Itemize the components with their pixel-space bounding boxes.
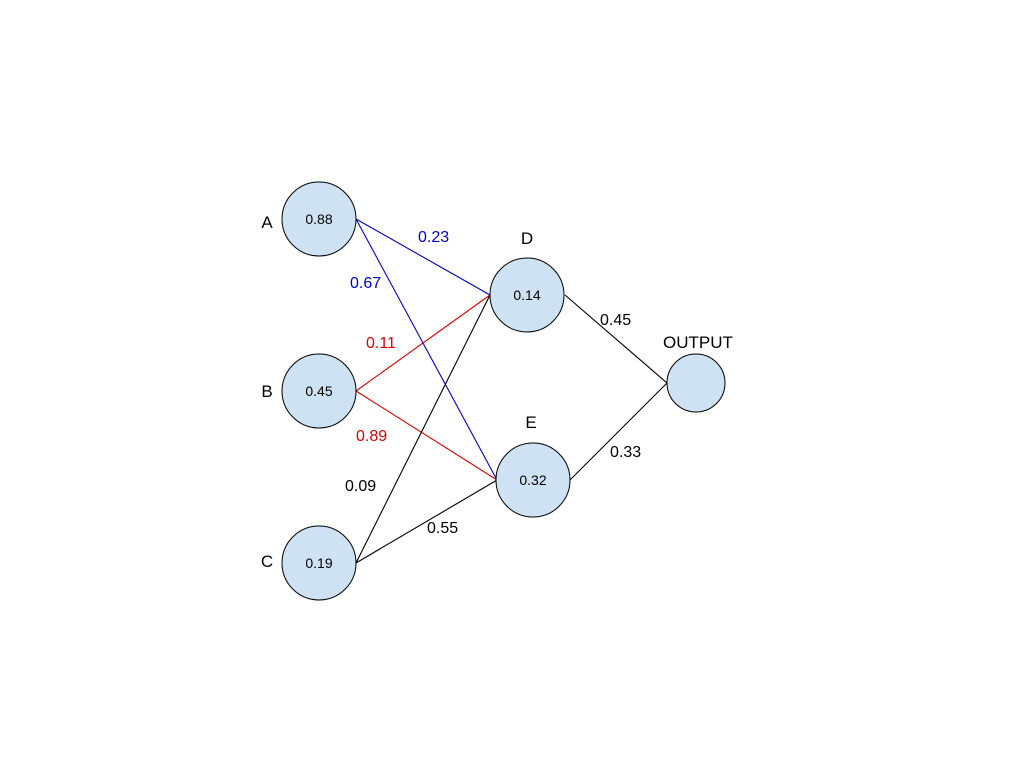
node-d: 0.14 D: [489, 229, 565, 333]
node-a-value: 0.88: [305, 211, 332, 227]
node-a-label: A: [261, 213, 273, 232]
weight-label-d-output: 0.45: [600, 312, 631, 329]
node-e-value: 0.32: [519, 472, 546, 488]
edge-c-d: [355, 294, 491, 564]
node-c-label: C: [261, 552, 273, 571]
node-d-label: D: [521, 229, 533, 248]
node-d-value: 0.14: [513, 287, 540, 303]
node-b-circle: [281, 353, 357, 429]
edges: [355, 218, 668, 564]
node-a-circle: [281, 181, 357, 257]
edge-d-output: [564, 294, 668, 384]
weight-label-a-e: 0.67: [350, 275, 381, 292]
node-c-value: 0.19: [305, 555, 332, 571]
edge-b-e: [355, 390, 498, 481]
edge-c-e: [355, 479, 498, 564]
weight-label-a-d: 0.23: [418, 229, 449, 246]
edge-e-output: [569, 382, 668, 481]
weight-label-b-e: 0.89: [356, 428, 387, 445]
node-output-label: OUTPUT: [663, 333, 733, 352]
edge-a-e: [355, 218, 498, 481]
weight-label-b-d: 0.11: [366, 335, 396, 352]
node-d-circle: [489, 257, 565, 333]
node-e-label: E: [525, 413, 536, 432]
node-e: 0.32 E: [495, 413, 571, 518]
edge-a-d: [355, 218, 491, 296]
node-a: 0.88 A: [261, 181, 357, 257]
node-b-label: B: [261, 382, 272, 401]
node-output: OUTPUT: [663, 333, 733, 413]
node-output-circle: [666, 353, 726, 413]
node-c-circle: [281, 525, 357, 601]
weight-label-c-e: 0.55: [427, 520, 458, 537]
node-b: 0.45 B: [261, 353, 357, 429]
node-c: 0.19 C: [261, 525, 357, 601]
node-e-circle: [495, 442, 571, 518]
node-b-value: 0.45: [305, 383, 332, 399]
edge-b-d: [355, 294, 491, 392]
weight-labels: 0.23 0.67 0.11 0.89 0.09 0.55 0.45 0.33: [345, 229, 641, 537]
weight-label-c-d: 0.09: [345, 478, 376, 495]
weight-label-e-output: 0.33: [610, 444, 641, 461]
